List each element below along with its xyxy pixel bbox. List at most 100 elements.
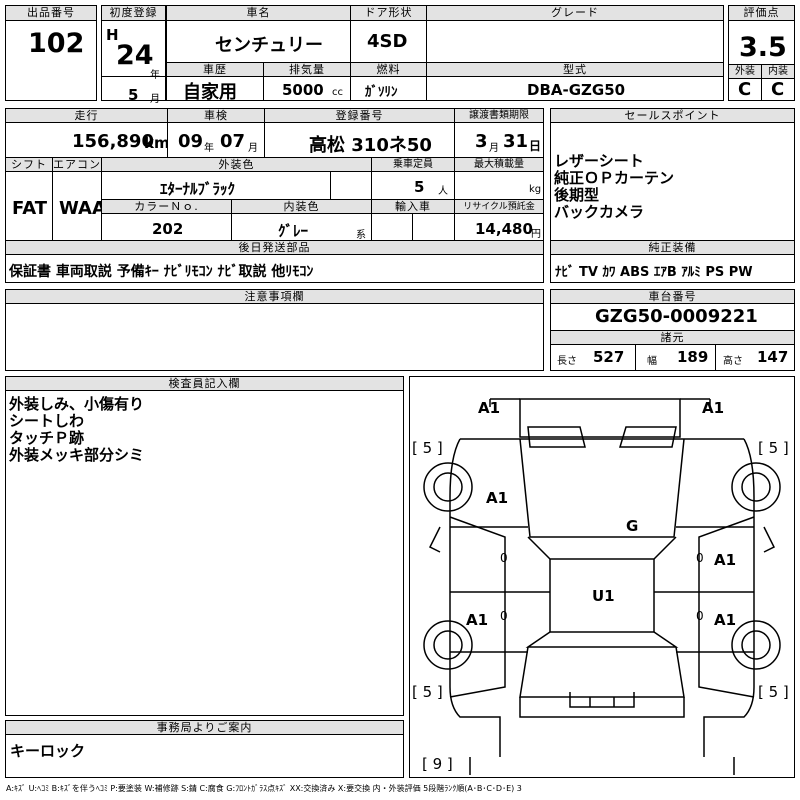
genuine-equipment: ﾅﾋﾞ TV ｶﾜ ABS ｴｱB ｱﾙﾐ PS PW	[555, 265, 753, 280]
first-reg-month-unit: 月	[150, 94, 160, 105]
first-reg-year: 24	[116, 40, 154, 71]
car-name-cell: 車名 センチュリー	[166, 5, 351, 63]
recycle-label: リサイクル預託金	[454, 199, 544, 214]
mark-roof: G	[626, 517, 639, 535]
sales-point: 純正ＯＰカーテン	[554, 169, 675, 187]
length-value: 527	[593, 348, 625, 366]
ac-label: エアコン	[52, 157, 102, 172]
fuel-label: 燃料	[350, 62, 427, 77]
capacity-cell: 乗車定員 5 人	[371, 157, 455, 200]
displacement-unit: cc	[332, 87, 343, 98]
car-name-label: 車名	[166, 5, 351, 21]
later-parts-label: 後日発送部品	[5, 240, 544, 255]
genuine-equipment-cell: 純正装備 ﾅﾋﾞ TV ｶﾜ ABS ｴｱB ｱﾙﾐ PS PW	[550, 240, 795, 283]
inspection-year: 09	[178, 131, 204, 152]
side-mark-right-1: 0	[696, 551, 704, 565]
mileage-unit: km	[144, 134, 170, 152]
inspector-note: タッチＰ跡	[9, 429, 85, 447]
lot-number: 102	[28, 28, 85, 59]
capacity-label: 乗車定員	[371, 157, 455, 172]
width-label: 幅	[647, 356, 657, 367]
model-code-label: 型式	[426, 62, 724, 77]
inspector-label: 検査員記入欄	[5, 376, 404, 391]
inspector-note: 外装しみ、小傷有り	[9, 395, 145, 413]
fuel-value: ｶﾞｿﾘﾝ	[365, 85, 398, 100]
transfer-month-unit: 月	[489, 143, 499, 154]
shift-label: シフト	[5, 157, 53, 172]
side-mark-left-2: 0	[500, 609, 508, 623]
damage-diagram: A1 A1 A1 G A1 U1 A1 A1 [ 5 ] [ 5 ] [ 5 ]…	[409, 376, 795, 778]
first-reg-label: 初度登録	[101, 5, 166, 21]
mark-center: U1	[592, 587, 615, 605]
mark-right-front-door: A1	[714, 551, 737, 569]
tire-rear-left: [ 5 ]	[412, 683, 443, 701]
mark-front-right: A1	[702, 399, 725, 417]
interior-color-label: 内装色	[231, 199, 372, 214]
color-no-label: カラーＮｏ.	[101, 199, 232, 214]
mileage-label: 走行	[5, 108, 168, 123]
interior-color-cell: 内装色 ｸﾞﾚｰ 系	[231, 199, 372, 241]
sales-point: 後期型	[554, 186, 600, 204]
interior-color-unit: 系	[356, 230, 366, 241]
side-mark-right-2: 0	[696, 609, 704, 623]
specs-label: 諸元	[550, 330, 795, 345]
inspector-notes: 外装しみ、小傷有り シートしわ タッチＰ跡 外装メッキ部分シミ	[9, 396, 144, 464]
lot-label: 出品番号	[5, 5, 97, 21]
int-score-label: 内装	[761, 64, 795, 79]
office-cell: 事務局よりご案内 キーロック	[5, 720, 404, 778]
mark-right-rear-door: A1	[714, 611, 737, 629]
ext-score-label: 外装	[728, 64, 762, 79]
shift-value: FAT	[12, 198, 48, 219]
inspection-month: 07	[220, 131, 246, 152]
plate-value: 高松 310ネ50	[309, 135, 432, 156]
interior-color: ｸﾞﾚｰ	[278, 222, 309, 240]
door-cell: ドア形状 4SD	[350, 5, 427, 63]
max-load-unit: kg	[529, 184, 542, 195]
fuel-cell: 燃料 ｶﾞｿﾘﾝ	[350, 62, 427, 101]
sales-point: レザーシート	[554, 152, 644, 170]
color-no-cell: カラーＮｏ. 202	[101, 199, 232, 241]
first-reg-year-unit: 年	[150, 70, 160, 81]
ac-cell: エアコン WAA	[52, 157, 106, 241]
shift-cell: シフト FAT	[5, 157, 53, 241]
displacement-cell: 排気量 5000 cc	[263, 62, 351, 101]
mark-front-left: A1	[478, 399, 501, 417]
height-value: 147	[757, 348, 789, 366]
transfer-month: 3	[475, 131, 488, 152]
history-label: 車歴	[166, 62, 264, 77]
import-cell: 輸入車	[371, 199, 455, 241]
inspection-label: 車検	[167, 108, 265, 123]
plate-label: 登録番号	[264, 108, 455, 123]
model-code-cell: 型式 DBA-GZG50	[426, 62, 724, 101]
first-reg-cell: 初度登録 H 24 年 5 月	[101, 5, 166, 105]
genuine-equipment-label: 純正装備	[550, 240, 795, 255]
first-reg-era: H	[106, 26, 119, 44]
transfer-cell: 譲渡書類期限 3 月 31 日	[454, 108, 544, 158]
tire-front-right: [ 5 ]	[758, 439, 789, 457]
inspection-cell: 車検 09 年 07 月	[167, 108, 265, 158]
later-parts: 保証書 車両取説 予備ｷｰ ﾅﾋﾞﾘﾓｺﾝ ﾅﾋﾞ取説 他ﾘﾓｺﾝ	[9, 264, 314, 280]
tire-rear-right: [ 5 ]	[758, 683, 789, 701]
recycle-value: 14,480	[475, 220, 533, 238]
capacity-unit: 人	[438, 186, 448, 197]
score-value: 3.5	[739, 32, 787, 63]
inspector-note: シートしわ	[9, 412, 85, 430]
grade-label: グレード	[426, 5, 724, 21]
grade-cell: グレード	[426, 5, 724, 63]
notes-label: 注意事項欄	[5, 289, 544, 304]
mileage-cell: 走行 156,890 km	[5, 108, 170, 158]
transfer-day: 31	[503, 131, 529, 152]
car-outline	[423, 398, 781, 775]
exterior-color-cell: 外装色 ｴﾀｰﾅﾙﾌﾞﾗｯｸ	[101, 157, 372, 200]
inspector-note: 外装メッキ部分シミ	[9, 446, 145, 464]
max-load-label: 最大積載量	[454, 157, 544, 172]
ac-value: WAA	[59, 198, 106, 219]
side-mark-left-1: 0	[500, 551, 508, 565]
car-name: センチュリー	[215, 35, 323, 56]
later-parts-cell: 後日発送部品 保証書 車両取説 予備ｷｰ ﾅﾋﾞﾘﾓｺﾝ ﾅﾋﾞ取説 他ﾘﾓｺﾝ	[5, 240, 544, 283]
inspector-cell: 検査員記入欄 外装しみ、小傷有り シートしわ タッチＰ跡 外装メッキ部分シミ	[5, 376, 404, 716]
sales-points-list: レザーシート 純正ＯＰカーテン 後期型 バックカメラ	[554, 153, 674, 221]
capacity-value: 5	[414, 178, 425, 196]
mileage-value: 156,890	[72, 131, 154, 152]
chassis-number: GZG50-0009221	[595, 306, 758, 327]
